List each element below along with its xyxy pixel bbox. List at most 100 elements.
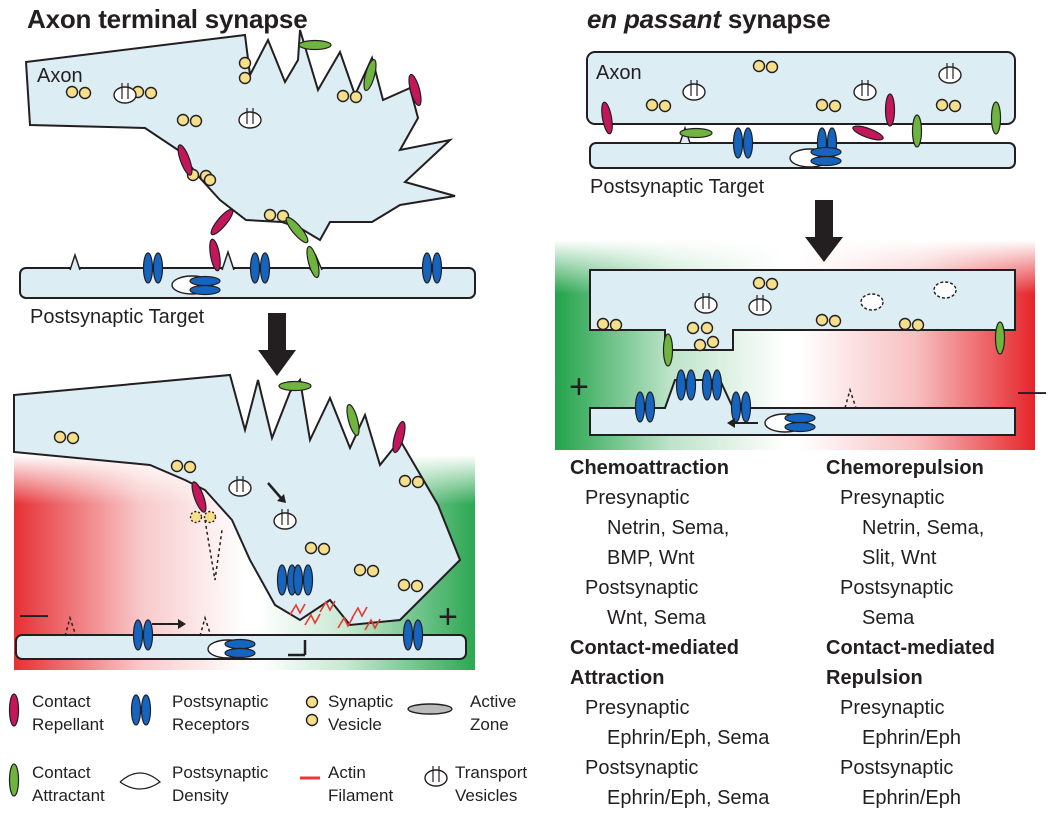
synaptic-vesicle	[53, 430, 67, 444]
synaptic-vesicle	[183, 460, 197, 474]
contact-attractant	[363, 58, 377, 92]
transport-vesicle	[933, 281, 957, 299]
postsynaptic-receptor	[152, 252, 164, 284]
synaptic-vesicle	[411, 475, 425, 489]
postsynaptic-receptor	[402, 619, 414, 651]
synaptic-vesicle	[752, 59, 766, 73]
synaptic-vesicle	[706, 335, 720, 349]
chemoattraction-pre-line1: Netrin, Sema,	[607, 517, 730, 539]
postsynaptic-receptor	[412, 619, 424, 651]
synaptic-vesicle	[398, 474, 412, 488]
synaptic-vesicle	[189, 114, 203, 128]
synaptic-vesicle	[238, 71, 252, 85]
synaptic-vesicle	[911, 318, 925, 332]
synaptic-vesicle	[828, 99, 842, 113]
postsynaptic-receptor	[644, 391, 656, 423]
synaptic-vesicle	[263, 208, 277, 222]
postsynaptic-receptor	[224, 638, 256, 650]
actin-filament	[319, 600, 336, 613]
contact-attractant	[679, 127, 713, 139]
postsynaptic-receptor	[740, 391, 752, 423]
synaptic-vesicle	[336, 89, 350, 103]
contact-repulsion-post-value: Ephrin/Eph	[862, 787, 961, 809]
contact-attractant	[306, 245, 320, 279]
chemoattraction-heading: Chemoattraction	[570, 457, 729, 479]
contact-repellant	[601, 101, 613, 135]
synaptic-vesicle	[203, 510, 217, 524]
chemoattraction-pre-label: Presynaptic	[585, 487, 690, 509]
contact-repellant	[191, 481, 207, 513]
contact-repulsion-heading-1: Contact-mediated	[826, 637, 995, 659]
synaptic-vesicle	[305, 695, 319, 709]
transport-vesicle	[273, 512, 297, 530]
minus-sign-right: —	[1018, 375, 1046, 406]
synaptic-vesicle	[397, 578, 411, 592]
postsynaptic-receptor	[224, 647, 256, 659]
contact-attractant	[994, 321, 1006, 355]
synaptic-vesicle	[765, 277, 779, 291]
synaptic-vesicle	[410, 579, 424, 593]
synaptic-vesicle	[815, 313, 829, 327]
contact-attractant	[298, 39, 332, 51]
postsynaptic-receptor	[701, 369, 713, 401]
synaptic-vesicle	[366, 564, 380, 578]
postsynaptic-receptor	[685, 369, 697, 401]
postsynaptic-receptor	[421, 252, 433, 284]
transport-vesicle	[424, 769, 448, 787]
contact-repellant	[408, 73, 422, 107]
postsynaptic-receptor	[810, 146, 842, 158]
postsynaptic-receptor	[810, 155, 842, 167]
synaptic-vesicle	[304, 541, 318, 555]
synaptic-vesicle	[693, 338, 707, 352]
chemorepulsion-pre-label: Presynaptic	[840, 487, 945, 509]
contact-repellant	[392, 420, 406, 454]
contact-attractant	[285, 216, 309, 244]
synaptic-vesicle	[353, 563, 367, 577]
chemorepulsion-post-label: Postsynaptic	[840, 577, 954, 599]
chemoattraction-post-label: Postsynaptic	[585, 577, 699, 599]
postsynaptic-receptor	[276, 564, 288, 596]
synaptic-vesicle	[66, 431, 80, 445]
postsynaptic-receptor	[259, 252, 271, 284]
transport-vesicle	[113, 86, 137, 104]
postsynaptic-receptor	[302, 564, 314, 596]
synaptic-vesicle	[65, 85, 79, 99]
postsynaptic-target-label-left: Postsynaptic Target	[30, 306, 205, 328]
contact-repulsion-heading-2: Repulsion	[826, 667, 923, 689]
postsynaptic-receptor	[784, 412, 816, 424]
synaptic-vesicle	[596, 317, 610, 331]
postsynaptic-receptor	[292, 564, 304, 596]
synaptic-vesicle	[898, 317, 912, 331]
contact-attractant	[346, 403, 360, 437]
synaptic-vesicle	[305, 713, 319, 727]
postsynaptic-receptor	[142, 252, 154, 284]
synaptic-vesicle	[686, 321, 700, 335]
arrow-down-left	[258, 313, 296, 376]
contact-attractant	[662, 333, 674, 367]
contact-repulsion-post-label: Postsynaptic	[840, 757, 954, 779]
postsynaptic-receptor	[249, 252, 261, 284]
synaptic-vesicle	[176, 113, 190, 127]
contact-attractant	[990, 101, 1002, 135]
chemoattraction-post-line1: Wnt, Sema	[607, 607, 706, 629]
postsynaptic-receptor	[140, 694, 152, 726]
synaptic-vesicle	[935, 98, 949, 112]
synaptic-vesicle	[700, 321, 714, 335]
transport-vesicle	[748, 298, 772, 316]
transport-vesicle	[238, 111, 262, 129]
contact-attractant-icon	[8, 763, 20, 797]
axon-terminal-top	[19, 29, 476, 299]
actin-filament	[351, 606, 368, 619]
postsynaptic-receptor	[634, 391, 646, 423]
actin-filament	[289, 603, 306, 616]
postsynaptic-target-label-right: Postsynaptic Target	[590, 176, 765, 198]
synaptic-vesicle	[238, 56, 252, 70]
contact-repellant-icon	[8, 693, 20, 727]
